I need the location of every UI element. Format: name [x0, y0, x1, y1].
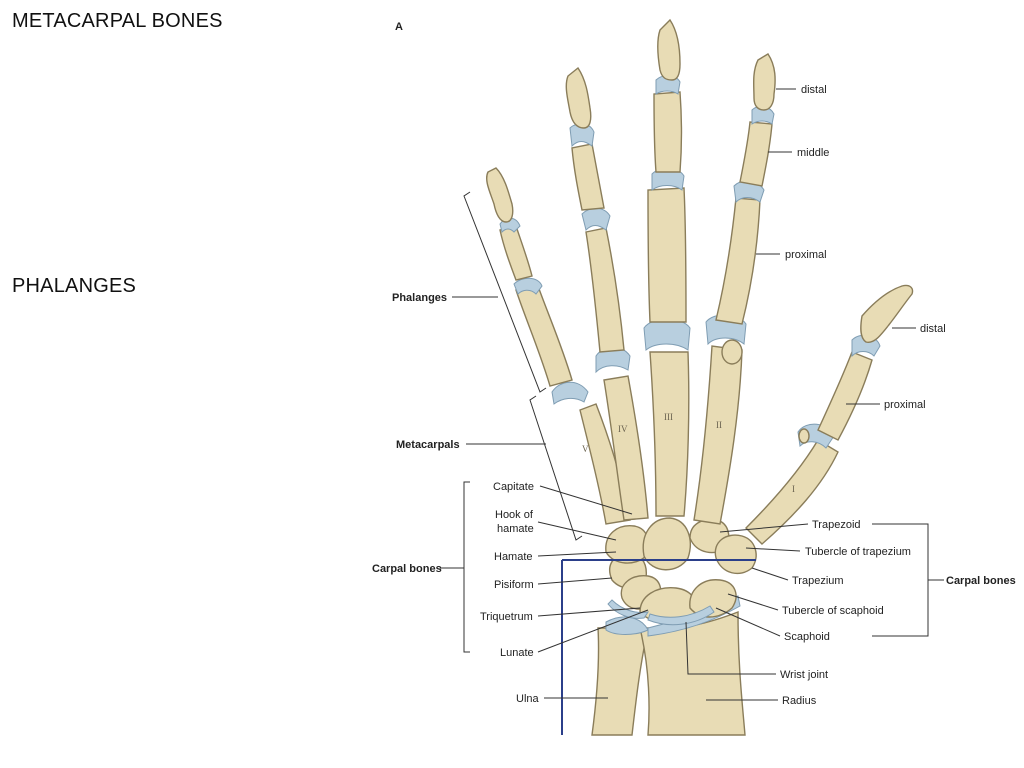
mcp-cartilage-iii — [644, 319, 690, 350]
middle-distal-phalanx — [658, 20, 680, 80]
roman-numeral-ii: II — [716, 420, 722, 430]
label-trapezium: Trapezium — [792, 575, 844, 587]
index-proximal-phalanx — [716, 198, 760, 324]
label-tubercle-of-scaphoid: Tubercle of scaphoid — [782, 605, 884, 617]
label-scaphoid: Scaphoid — [784, 631, 830, 643]
label-thumb-proximal: proximal — [884, 399, 926, 411]
label-carpal-bones-right: Carpal bones — [946, 575, 1016, 587]
thumb-sesamoid-bone — [799, 429, 809, 443]
hamate-bone — [606, 526, 649, 563]
thumb-proximal-phalanx — [818, 352, 872, 440]
sesamoid-bone — [722, 340, 742, 364]
label-lunate: Lunate — [500, 647, 534, 659]
thumb-phalanges — [818, 285, 913, 440]
capitate-bone — [643, 518, 690, 570]
index-distal-phalanx — [754, 54, 775, 110]
middle-proximal-phalanx — [648, 188, 686, 322]
label-thumb-distal: distal — [920, 323, 946, 335]
ring-finger-phalanges — [566, 68, 624, 352]
little-middle-phalanx — [500, 226, 532, 280]
label-capitate: Capitate — [493, 481, 534, 493]
middle-finger-phalanges — [648, 20, 686, 322]
ring-distal-phalanx — [566, 68, 590, 128]
metacarpal-iii — [650, 352, 689, 516]
label-phalanges: Phalanges — [392, 292, 447, 304]
roman-numeral-i: I — [792, 484, 795, 494]
middle-middle-phalanx — [654, 92, 682, 172]
label-hook-of-hamate-line1: Hook of — [495, 509, 534, 521]
label-hamate: Hamate — [494, 551, 533, 563]
ulna-bone — [592, 628, 648, 735]
label-hook-of-hamate-line2: hamate — [497, 523, 534, 535]
label-tubercle-of-trapezium: Tubercle of trapezium — [805, 546, 911, 558]
label-pisiform: Pisiform — [494, 579, 534, 591]
ring-proximal-phalanx — [586, 228, 624, 352]
label-metacarpals: Metacarpals — [396, 439, 460, 451]
panel-letter: A — [395, 21, 403, 33]
label-trapezoid: Trapezoid — [812, 519, 861, 531]
mcp-cartilage-v — [552, 382, 588, 404]
label-proximal: proximal — [785, 249, 827, 261]
roman-numeral-iii: III — [664, 412, 673, 422]
label-distal: distal — [801, 84, 827, 96]
trapezium-bone — [715, 535, 756, 573]
label-middle: middle — [797, 147, 829, 159]
index-finger-phalanges — [716, 54, 775, 324]
label-wrist-joint: Wrist joint — [780, 669, 828, 681]
metacarpal-ii — [694, 346, 742, 524]
roman-numeral-v: V — [582, 444, 589, 454]
label-ulna: Ulna — [516, 693, 540, 705]
roman-numeral-iv: IV — [618, 424, 628, 434]
ulna-articular-cartilage — [606, 617, 648, 635]
little-distal-phalanx — [487, 168, 513, 222]
label-carpal-bones-left: Carpal bones — [372, 563, 442, 575]
little-proximal-phalanx — [516, 286, 572, 386]
index-middle-phalanx — [740, 122, 772, 186]
label-triquetrum: Triquetrum — [480, 611, 533, 623]
thumb-distal-phalanx — [861, 285, 913, 342]
metacarpals-group — [552, 315, 838, 544]
ring-middle-phalanx — [572, 144, 604, 210]
little-finger-phalanges — [487, 168, 572, 386]
label-radius: Radius — [782, 695, 817, 707]
